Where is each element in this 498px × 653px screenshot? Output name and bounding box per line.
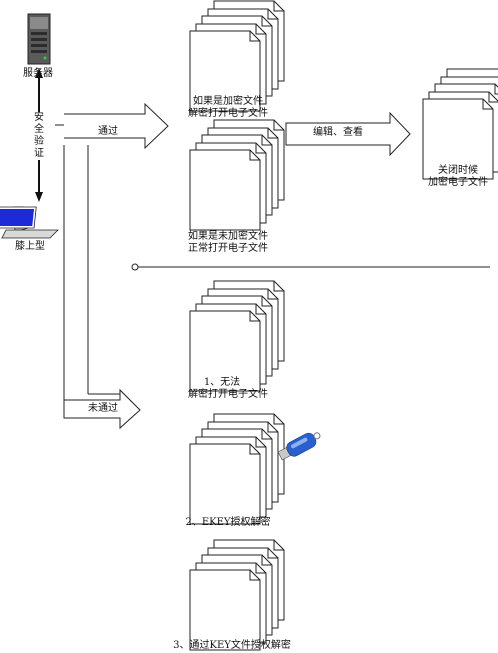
server-label: 服务器 <box>23 68 53 79</box>
fail-label: 未通过 <box>88 403 118 414</box>
fail3-label: 3、通过KEY文件授权解密 <box>173 640 291 651</box>
usb-key-icon <box>277 432 321 461</box>
unencrypted-file-stack <box>190 120 284 230</box>
server-icon <box>27 13 51 65</box>
encrypted-line1: 如果是加密文件 <box>193 96 263 107</box>
fail1-line1: 1、无法 <box>203 377 241 388</box>
close-file-stack <box>423 69 498 179</box>
laptop-label: 膝上型 <box>15 241 45 252</box>
encrypted-file-stack <box>190 1 284 111</box>
laptop-icon <box>0 206 59 239</box>
pass-label: 通过 <box>98 126 118 137</box>
fail1-file-stack <box>190 281 284 391</box>
fail2-label: 2、EKEY授权解密 <box>185 517 271 528</box>
fail2-file-stack <box>190 414 284 524</box>
edit-label: 编辑、查看 <box>313 127 363 138</box>
close-line2: 加密电子文件 <box>428 177 488 188</box>
auth-label: 安全验证 <box>33 112 45 160</box>
edit-arrow <box>285 111 411 157</box>
close-line1: 关闭时候 <box>438 165 478 176</box>
pass-arrow <box>64 102 169 150</box>
fail1-line2: 解密打开电子文件 <box>188 389 268 400</box>
fail-arrow <box>63 388 141 430</box>
encrypted-line2: 解密打开电子文件 <box>188 108 268 119</box>
fail3-file-stack <box>190 540 284 650</box>
unencrypted-line2: 正常打开电子文件 <box>188 243 268 254</box>
unencrypted-line1: 如果是未加密文件 <box>188 231 268 242</box>
